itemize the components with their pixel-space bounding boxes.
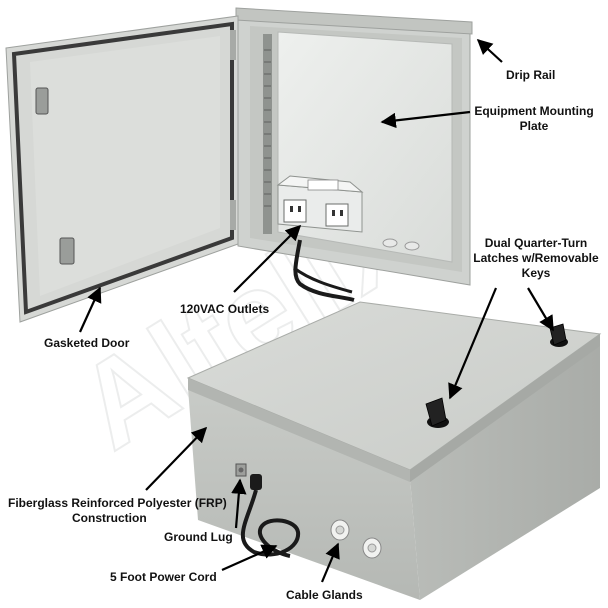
label-latches-line2: Latches w/Removable [473, 251, 599, 265]
lid-lip-right [410, 334, 600, 482]
ground-lug [235, 463, 247, 477]
interior-gland [382, 238, 398, 248]
closed-enclosure [186, 301, 602, 600]
cable-gland [362, 537, 382, 559]
cable-gland [330, 519, 350, 541]
label-latches-line1: Dual Quarter-Turn [484, 236, 588, 250]
open-enclosure [5, 7, 473, 323]
interior-gland [404, 241, 420, 251]
arrow-ground-lug [231, 478, 247, 529]
arrow-outlets [233, 224, 302, 293]
closed-right-face [410, 342, 600, 600]
label-frp-line1: Fiberglass Reinforced Polyester (FRP) [8, 496, 227, 510]
arrow-power-cord [221, 544, 278, 572]
label-power-cord: 5 Foot Power Cord [110, 570, 217, 584]
label-cable-glands: Cable Glands [286, 588, 363, 602]
arrow-drip-rail [476, 38, 503, 63]
label-mounting-plate-line1: Equipment Mounting [474, 104, 594, 118]
quarter-turn-latch [549, 323, 568, 347]
callout-arrows [78, 38, 554, 583]
power-cord [240, 489, 301, 558]
arrow-latch-rear [527, 287, 554, 332]
label-gasketed-door: Gasketed Door [44, 336, 130, 350]
label-drip-rail: Drip Rail [506, 68, 556, 82]
label-latches-line3: Keys [521, 266, 551, 280]
lid-lip-front [188, 378, 410, 482]
arrow-gasketed-door [78, 286, 102, 333]
arrow-mounting-plate [380, 110, 471, 129]
label-frp: Fiberglass Reinforced Polyester (FRP) Co… [8, 496, 227, 526]
arrow-latch-front [448, 287, 498, 400]
gasketed-door [5, 15, 239, 323]
label-outlets: 120VAC Outlets [180, 302, 270, 316]
label-frp-line2: Construction [72, 511, 147, 525]
label-mounting-plate: Equipment Mounting Plate [472, 104, 596, 134]
closed-front-face [188, 388, 420, 600]
upper-power-cord [293, 239, 355, 302]
equipment-mounting-plate [277, 31, 453, 263]
arrow-cable-glands [320, 542, 340, 583]
outlet-box [276, 175, 364, 233]
quarter-turn-latch [425, 397, 449, 428]
slot-marks [264, 49, 271, 207]
label-latches: Dual Quarter-Turn Latches w/Removable Ke… [466, 236, 606, 281]
power-cord-gland [250, 474, 262, 490]
label-ground-lug: Ground Lug [164, 530, 233, 544]
arrow-frp [145, 426, 208, 491]
label-mounting-plate-line2: Plate [519, 119, 549, 133]
